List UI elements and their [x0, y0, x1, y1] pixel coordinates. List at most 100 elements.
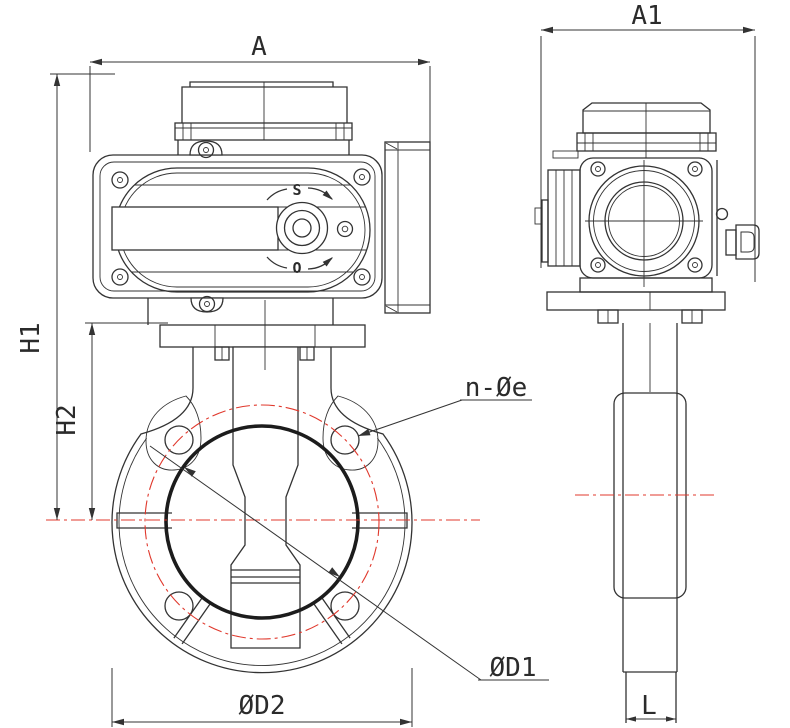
arrowhead-icon	[53, 74, 61, 86]
disc-stem	[230, 300, 301, 649]
leader-line	[357, 399, 463, 437]
corner-screw-icon	[687, 257, 703, 273]
screw-center	[204, 301, 210, 307]
flange-spoke	[173, 597, 203, 639]
terminal-box-chamfer	[385, 142, 398, 150]
leader-line	[149, 445, 482, 681]
flange-spoke	[313, 603, 343, 645]
side-view: A1 L	[534, 1, 760, 723]
screw-center	[692, 166, 698, 172]
dim-d1-label: ØD1	[490, 653, 537, 683]
arrowhead-icon	[328, 567, 340, 577]
flange-spoke	[321, 597, 351, 639]
bolt-hole	[330, 425, 360, 455]
cap-body	[181, 86, 348, 123]
arrowhead-icon	[88, 508, 96, 520]
bottom-ear-screw-icon	[198, 295, 216, 313]
mounting-plate-side	[546, 291, 726, 311]
cap-top-step	[189, 81, 334, 87]
dim-a: A	[89, 32, 431, 152]
housing-inner-outline	[99, 161, 376, 292]
dim-a1-label: A1	[631, 1, 662, 31]
housing-base-band	[579, 277, 713, 293]
side-boss-tab	[534, 207, 543, 225]
dim-n-oe-label: n-Øe	[465, 373, 528, 403]
vent-plug-icon	[715, 207, 729, 221]
arrowhead-icon	[358, 428, 371, 436]
left-step	[552, 150, 579, 159]
dim-a-label: A	[251, 32, 267, 62]
arrowhead-icon	[666, 716, 676, 722]
screw-center	[595, 166, 601, 172]
flange-outer-profile	[111, 347, 413, 674]
actuator-housing: S O	[92, 140, 383, 313]
cap-flange	[174, 122, 353, 141]
bottom-ear	[190, 297, 224, 313]
arrowhead-icon	[743, 26, 755, 34]
dim-h2-label: H2	[52, 404, 82, 435]
corner-screw-icon	[111, 268, 129, 286]
flange-inner-edge	[118, 437, 406, 666]
valve-body-side	[613, 323, 687, 723]
terminal-box	[384, 141, 431, 314]
open-arrowhead-icon	[322, 257, 333, 267]
dim-h1: H1	[16, 73, 115, 520]
cap-flange-side	[576, 132, 717, 152]
open-marking: O	[292, 259, 301, 277]
screw-center	[692, 262, 698, 268]
flange-spoke	[181, 603, 211, 645]
front-view: S O	[16, 32, 549, 727]
arrowhead-icon	[626, 716, 636, 722]
corner-screw-icon	[590, 161, 606, 177]
close-arrow-arc	[266, 188, 288, 201]
bolt-hole	[164, 425, 194, 455]
arrowhead-icon	[88, 323, 96, 335]
dim-l-label: L	[641, 691, 657, 721]
arrowhead-icon	[400, 718, 412, 726]
corner-screw-icon	[111, 171, 129, 189]
screw-center	[117, 177, 123, 183]
name-plate	[111, 206, 279, 251]
corner-screw-icon	[353, 168, 371, 186]
dim-d2-label: ØD2	[239, 691, 286, 721]
terminal-box-chamfer	[385, 305, 398, 313]
close-arrowhead-icon	[322, 190, 333, 200]
bolt-circle-centerline	[144, 404, 380, 640]
side-boss-step	[541, 199, 549, 263]
actuator-cap	[174, 81, 353, 155]
flange-web-cutout	[145, 395, 202, 471]
terminal-box-outline	[384, 141, 431, 314]
bolt-hole	[164, 591, 194, 621]
corner-screw-icon	[353, 268, 371, 286]
top-ear-screw-icon	[197, 141, 215, 159]
bolt-hole	[330, 591, 360, 621]
position-indicator-icon	[336, 220, 354, 238]
screw-center	[203, 147, 209, 153]
screw-center	[117, 274, 123, 280]
dim-a1: A1	[540, 1, 756, 282]
dim-l: L	[626, 691, 676, 722]
knob-center	[292, 218, 312, 238]
corner-screw-icon	[590, 257, 606, 273]
arrowhead-icon	[53, 508, 61, 520]
arrowhead-icon	[112, 718, 124, 726]
screw-center	[359, 174, 365, 180]
dim-h2: H2	[52, 322, 168, 520]
cap-side	[582, 102, 711, 134]
screw-center	[595, 262, 601, 268]
valve-flange	[111, 347, 413, 674]
housing-outline	[92, 154, 383, 299]
arrowhead-icon	[541, 26, 553, 34]
cable-gland	[735, 224, 760, 260]
mounting-plate	[159, 324, 366, 348]
dim-d1-leader: ØD1	[149, 445, 549, 683]
dim-h1-label: H1	[16, 322, 46, 353]
dim-n-oe-leader: n-Øe	[357, 373, 532, 437]
indicator-center	[341, 225, 349, 233]
actuator-side	[534, 102, 760, 324]
dim-d2: ØD2	[111, 668, 413, 727]
cable-gland-detail	[740, 231, 755, 253]
arrowhead-icon	[418, 58, 430, 66]
